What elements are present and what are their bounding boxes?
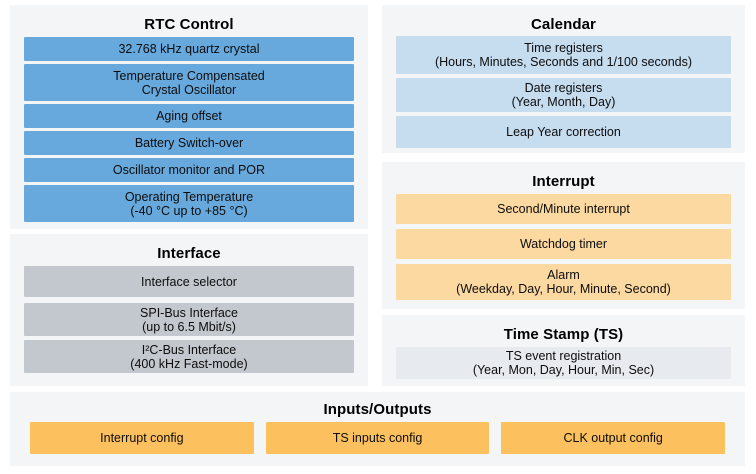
block-label: TS event registration (505, 349, 622, 363)
block-sublabel: (400 kHz Fast-mode) (130, 356, 248, 371)
panel-interface-rows: Interface selector SPI-Bus Interface (up… (24, 266, 354, 373)
block-time-registers[interactable]: Time registers (Hours, Minutes, Seconds … (396, 36, 731, 74)
block-sublabel: Crystal Oscillator (141, 82, 237, 97)
panel-time-stamp-title: Time Stamp (TS) (503, 326, 624, 343)
block-ts-event-registration[interactable]: TS event registration (Year, Mon, Day, H… (396, 347, 731, 379)
panel-interrupt-title: Interrupt (532, 173, 595, 190)
block-clk-output-config[interactable]: CLK output config (501, 422, 726, 454)
block-leap-year-correction[interactable]: Leap Year correction (396, 116, 731, 148)
block-label: Operating Temperature (124, 189, 254, 204)
block-label: SPI-Bus Interface (140, 305, 238, 320)
block-sublabel: (-40 °C up to +85 °C) (130, 203, 248, 218)
panel-calendar-rows: Time registers (Hours, Minutes, Seconds … (396, 36, 731, 148)
block-sublabel: (Weekday, Day, Hour, Minute, Second) (456, 282, 671, 296)
block-label: Alarm (547, 268, 580, 282)
block-watchdog-timer[interactable]: Watchdog timer (396, 229, 731, 259)
block-label: Oscillator monitor and POR (112, 163, 266, 177)
block-label: Interrupt config (100, 431, 184, 445)
panel-inputs-outputs-title: Inputs/Outputs (323, 401, 432, 418)
block-label: Interface selector (141, 274, 237, 289)
panel-interface: Interface Interface selector SPI-Bus Int… (10, 234, 368, 386)
block-label: TS inputs config (332, 431, 423, 445)
block-ts-inputs-config[interactable]: TS inputs config (265, 422, 490, 454)
block-sublabel: (Hours, Minutes, Seconds and 1/100 secon… (434, 55, 693, 69)
block-alarm[interactable]: Alarm (Weekday, Day, Hour, Minute, Secon… (396, 264, 731, 300)
block-interface-selector[interactable]: Interface selector (24, 266, 354, 297)
panel-inputs-outputs-rows: Interrupt config TS inputs config CLK ou… (30, 422, 726, 454)
block-label: Watchdog timer (519, 237, 608, 251)
panel-rtc-control-rows: 32.768 kHz quartz crystal Temperature Co… (24, 37, 354, 222)
block-label: Leap Year correction (506, 125, 621, 139)
panel-interrupt: Interrupt Second/Minute interrupt Watchd… (382, 162, 745, 309)
panel-calendar: Calendar Time registers (Hours, Minutes,… (382, 5, 745, 153)
panel-time-stamp-rows: TS event registration (Year, Mon, Day, H… (396, 347, 731, 379)
block-label: Battery Switch-over (134, 136, 244, 150)
panel-calendar-title: Calendar (531, 16, 596, 33)
panel-time-stamp: Time Stamp (TS) TS event registration (Y… (382, 315, 745, 386)
block-sublabel: (up to 6.5 Mbit/s) (142, 319, 236, 334)
block-label: Second/Minute interrupt (497, 202, 630, 216)
block-label: Time registers (524, 41, 603, 55)
block-battery-switch-over[interactable]: Battery Switch-over (24, 131, 354, 155)
panel-rtc-control-title: RTC Control (144, 16, 234, 33)
block-date-registers[interactable]: Date registers (Year, Month, Day) (396, 78, 731, 112)
block-spi-bus-interface[interactable]: SPI-Bus Interface (up to 6.5 Mbit/s) (24, 303, 354, 336)
block-quartz-crystal[interactable]: 32.768 kHz quartz crystal (24, 37, 354, 61)
block-label: Aging offset (156, 109, 222, 123)
panel-interrupt-rows: Second/Minute interrupt Watchdog timer A… (396, 194, 731, 300)
block-label: Temperature Compensated (113, 68, 265, 83)
panel-interface-title: Interface (157, 245, 221, 262)
block-oscillator-monitor-por[interactable]: Oscillator monitor and POR (24, 158, 354, 182)
block-label: CLK output config (563, 431, 663, 445)
panel-rtc-control: RTC Control 32.768 kHz quartz crystal Te… (10, 5, 368, 229)
block-second-minute-interrupt[interactable]: Second/Minute interrupt (396, 194, 731, 224)
block-label: 32.768 kHz quartz crystal (118, 42, 260, 56)
block-interrupt-config[interactable]: Interrupt config (30, 422, 254, 454)
block-label: I²C-Bus Interface (141, 342, 237, 357)
block-operating-temperature[interactable]: Operating Temperature (-40 °C up to +85 … (24, 185, 354, 222)
block-sublabel: (Year, Mon, Day, Hour, Min, Sec) (472, 363, 655, 377)
panel-inputs-outputs: Inputs/Outputs Interrupt config TS input… (10, 392, 745, 466)
block-aging-offset[interactable]: Aging offset (24, 104, 354, 128)
block-i2c-bus-interface[interactable]: I²C-Bus Interface (400 kHz Fast-mode) (24, 340, 354, 373)
block-tcxo[interactable]: Temperature Compensated Crystal Oscillat… (24, 64, 354, 101)
block-label: Date registers (524, 81, 603, 95)
block-sublabel: (Year, Month, Day) (511, 95, 616, 109)
